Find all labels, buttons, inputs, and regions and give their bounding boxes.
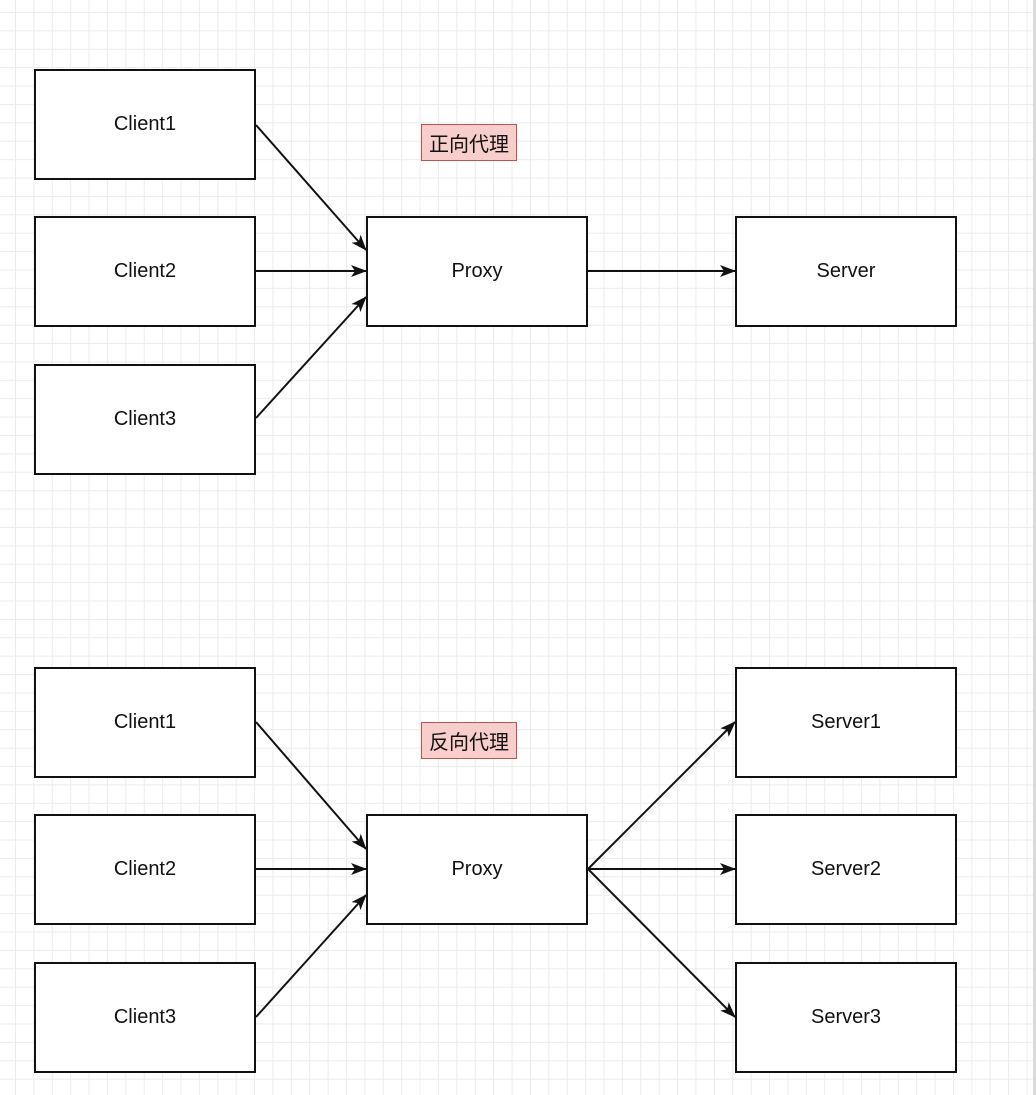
reverse-client2-box[interactable]: Client2 <box>34 814 256 925</box>
reverse-client2-label: Client2 <box>113 858 177 880</box>
reverse-server1-label: Server1 <box>810 711 882 733</box>
edge-reverse-proxy-to-server3[interactable] <box>587 868 736 1018</box>
reverse-proxy-caption[interactable]: 反向代理 <box>421 722 517 759</box>
reverse-server2-box[interactable]: Server2 <box>735 814 957 925</box>
edge-reverse-client1-to-proxy[interactable] <box>255 721 367 850</box>
forward-client2-label: Client2 <box>113 260 177 282</box>
canvas-edge-scrollbar[interactable] <box>1033 0 1036 1095</box>
reverse-client1-label: Client1 <box>113 711 177 733</box>
forward-server-label: Server <box>816 260 876 282</box>
reverse-server3-label: Server3 <box>810 1006 882 1028</box>
reverse-client1-box[interactable]: Client1 <box>34 667 256 778</box>
forward-client1-box[interactable]: Client1 <box>34 69 256 180</box>
edge-forward-client1-to-proxy[interactable] <box>255 124 367 251</box>
reverse-proxy-label: Proxy <box>451 858 503 880</box>
edge-reverse-proxy-to-server1[interactable] <box>587 721 736 870</box>
forward-server-box[interactable]: Server <box>735 216 957 327</box>
reverse-proxy-box[interactable]: Proxy <box>366 814 588 925</box>
reverse-client3-label: Client3 <box>113 1006 177 1028</box>
forward-client2-box[interactable]: Client2 <box>34 216 256 327</box>
reverse-proxy-caption-text: 反向代理 <box>429 730 509 754</box>
forward-proxy-caption[interactable]: 正向代理 <box>421 124 517 161</box>
forward-client3-label: Client3 <box>113 408 177 430</box>
reverse-client3-box[interactable]: Client3 <box>34 962 256 1073</box>
forward-client3-box[interactable]: Client3 <box>34 364 256 475</box>
forward-proxy-box[interactable]: Proxy <box>366 216 588 327</box>
edge-reverse-client3-to-proxy[interactable] <box>255 894 367 1018</box>
reverse-server3-box[interactable]: Server3 <box>735 962 957 1073</box>
forward-client1-label: Client1 <box>113 113 177 135</box>
reverse-server1-box[interactable]: Server1 <box>735 667 957 778</box>
edge-forward-client3-to-proxy[interactable] <box>255 296 367 419</box>
forward-proxy-label: Proxy <box>451 260 503 282</box>
forward-proxy-caption-text: 正向代理 <box>429 132 509 156</box>
reverse-server2-label: Server2 <box>810 858 882 880</box>
